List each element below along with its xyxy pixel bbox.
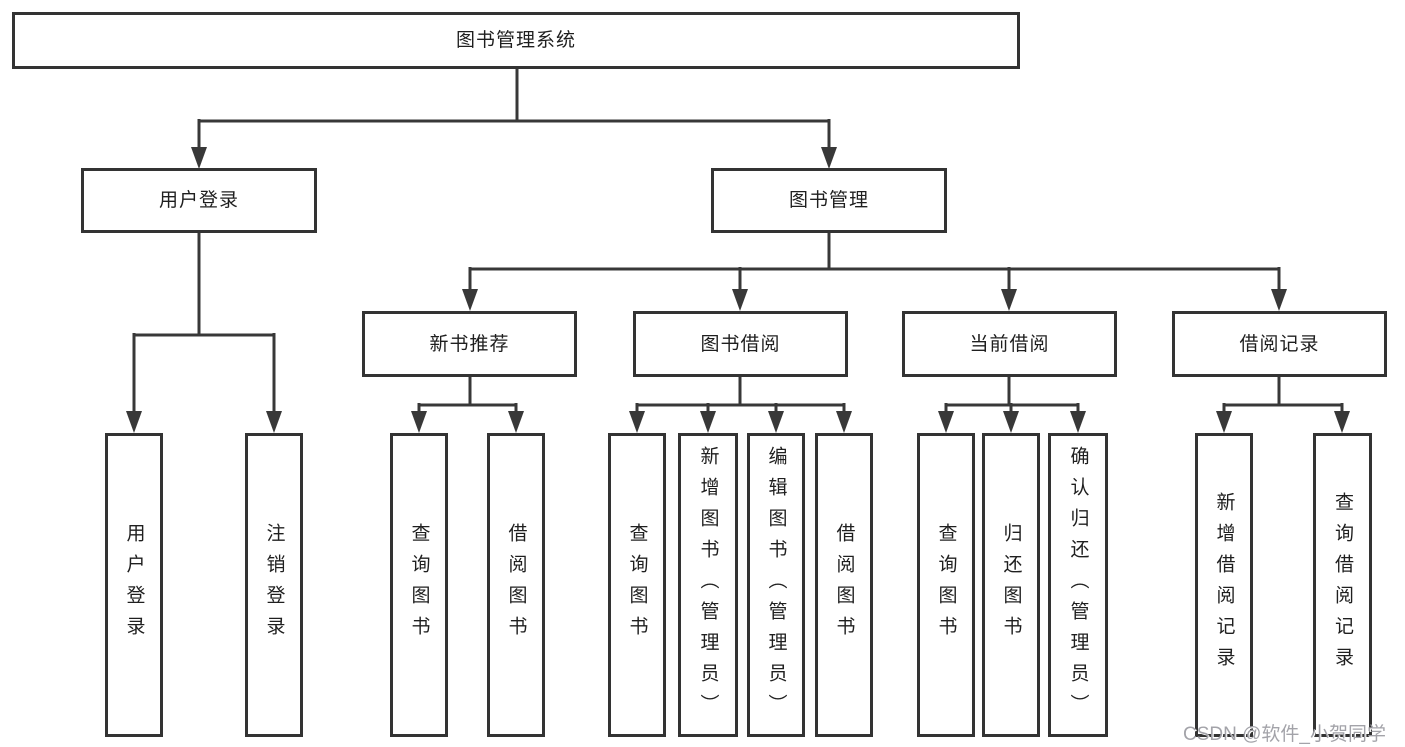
- node-library-system-label: 图书管理系统: [455, 30, 576, 51]
- leaf-edit-book-admin-label: 编辑图书（管理员）: [765, 445, 787, 725]
- leaf-confirm-return-admin: 确认归还（管理员）: [1048, 433, 1108, 737]
- node-new-book-recommend: 新书推荐: [362, 311, 577, 377]
- leaf-borrow-books-2-label: 借阅图书: [833, 523, 855, 647]
- leaf-borrow-books-2: 借阅图书: [815, 433, 873, 737]
- node-book-management: 图书管理: [711, 168, 947, 233]
- arrowhead-leaf-query-books-2: [629, 411, 645, 433]
- arrowhead-leaf-query-borrow-record: [1334, 411, 1350, 433]
- leaf-return-books-label: 归还图书: [1000, 523, 1022, 647]
- arrowhead-leaf-query-books-1: [411, 411, 427, 433]
- node-book-borrow: 图书借阅: [633, 311, 848, 377]
- node-library-system: 图书管理系统: [12, 12, 1020, 69]
- leaf-confirm-return-admin-label: 确认归还（管理员）: [1067, 445, 1089, 725]
- leaf-query-books-1: 查询图书: [390, 433, 448, 737]
- leaf-add-borrow-record: 新增借阅记录: [1195, 433, 1253, 737]
- leaf-query-books-3-label: 查询图书: [935, 523, 957, 647]
- arrowhead-leaf-edit-book: [768, 411, 784, 433]
- arrowhead-new-book-recommend: [462, 289, 478, 311]
- node-new-book-recommend-label: 新书推荐: [429, 333, 510, 355]
- leaf-query-books-1-label: 查询图书: [408, 523, 430, 647]
- arrowhead-leaf-borrow-books-1: [508, 411, 524, 433]
- arrowhead-leaf-query-books-3: [938, 411, 954, 433]
- arrowhead-leaf-confirm-return: [1070, 411, 1086, 433]
- connector-current-borrow-branch: [944, 377, 1080, 412]
- leaf-logout-label: 注销登录: [263, 523, 285, 647]
- leaf-query-books-3: 查询图书: [917, 433, 975, 737]
- connector-book-borrow-branch: [635, 377, 846, 412]
- arrowhead-leaf-borrow-books-2: [836, 411, 852, 433]
- connector-user-login-branch: [132, 233, 276, 412]
- arrowhead-leaf-user-login: [126, 411, 142, 433]
- arrowhead-book-borrow: [732, 289, 748, 311]
- leaf-query-books-2: 查询图书: [608, 433, 666, 737]
- node-current-borrow-label: 当前借阅: [969, 333, 1050, 355]
- leaf-add-book-admin-label: 新增图书（管理员）: [697, 445, 719, 725]
- arrowhead-leaf-logout: [266, 411, 282, 433]
- node-borrow-records-label: 借阅记录: [1239, 333, 1320, 355]
- leaf-add-borrow-record-label: 新增借阅记录: [1213, 492, 1235, 678]
- leaf-user-login-label: 用户登录: [123, 523, 145, 647]
- arrowhead-book-management: [821, 147, 837, 169]
- leaf-borrow-books-1-label: 借阅图书: [505, 523, 527, 647]
- leaf-query-borrow-record-label: 查询借阅记录: [1332, 492, 1353, 678]
- leaf-query-books-2-label: 查询图书: [626, 523, 648, 647]
- connector-root: [197, 69, 831, 148]
- node-borrow-records: 借阅记录: [1172, 311, 1387, 377]
- node-book-management-label: 图书管理: [788, 190, 869, 211]
- arrowhead-leaf-add-borrow-record: [1216, 411, 1232, 433]
- arrowhead-borrow-records: [1271, 289, 1287, 311]
- node-user-login-label: 用户登录: [158, 190, 239, 211]
- node-book-borrow-label: 图书借阅: [700, 333, 781, 355]
- node-current-borrow: 当前借阅: [902, 311, 1117, 377]
- connector-book-management-branch: [468, 233, 1281, 291]
- leaf-query-borrow-record: 查询借阅记录: [1313, 433, 1372, 737]
- arrowhead-user-login: [191, 147, 207, 169]
- leaf-user-login: 用户登录: [105, 433, 163, 737]
- arrowhead-current-borrow: [1001, 289, 1017, 311]
- arrowhead-leaf-return-books: [1003, 411, 1019, 433]
- leaf-borrow-books-1: 借阅图书: [487, 433, 545, 737]
- leaf-return-books: 归还图书: [982, 433, 1040, 737]
- leaf-edit-book-admin: 编辑图书（管理员）: [747, 433, 805, 737]
- node-user-login: 用户登录: [81, 168, 317, 233]
- connector-new-book-recommend-branch: [417, 377, 518, 412]
- leaf-logout: 注销登录: [245, 433, 303, 737]
- arrowhead-leaf-add-book: [700, 411, 716, 433]
- csdn-watermark: CSDN @软件_小贺同学: [1183, 724, 1386, 745]
- leaf-add-book-admin: 新增图书（管理员）: [678, 433, 738, 737]
- connector-borrow-records-branch: [1222, 377, 1344, 412]
